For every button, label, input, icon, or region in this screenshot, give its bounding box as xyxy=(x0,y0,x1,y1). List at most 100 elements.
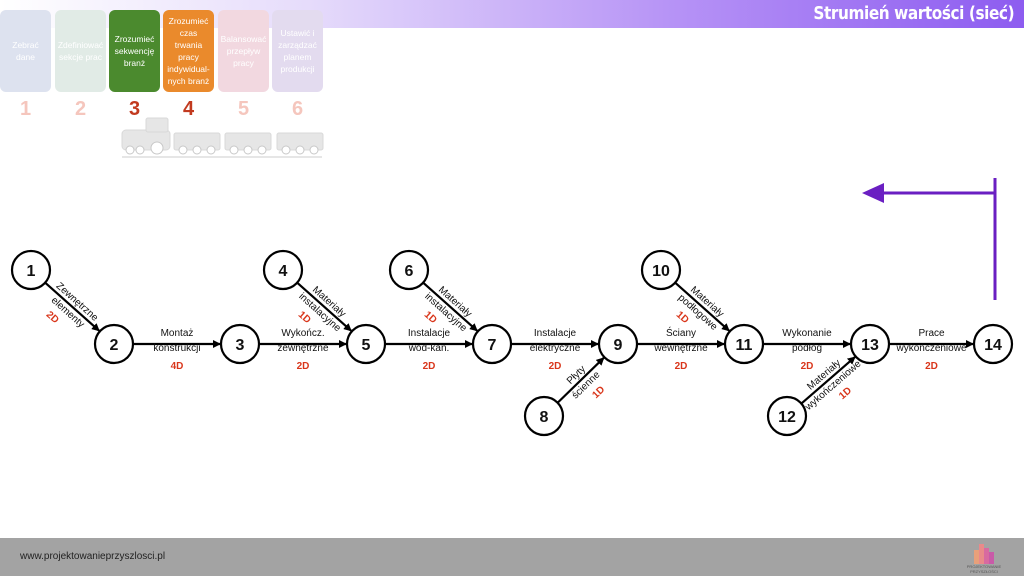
node-circle xyxy=(766,395,808,437)
arrow-left-icon xyxy=(862,183,884,203)
node-number: 4 xyxy=(279,263,288,280)
edge-duration: 1D xyxy=(837,385,854,402)
step-number-1: 1 xyxy=(19,98,32,120)
node-number: 9 xyxy=(614,337,623,354)
node-number: 10 xyxy=(652,263,670,280)
edge-duration: 1D xyxy=(422,309,439,326)
edge-duration: 1D xyxy=(590,384,607,401)
node-1: 1 xyxy=(10,249,52,291)
node-2: 2 xyxy=(93,323,135,365)
edge-3-5: Wykończ. zewnętrzne 2D xyxy=(259,328,347,372)
edge-duration: 2D xyxy=(675,361,688,372)
node-circle xyxy=(262,249,304,291)
edge-duration: 2D xyxy=(423,361,436,372)
node-number: 11 xyxy=(736,337,753,354)
node-circle xyxy=(219,323,261,365)
edge-duration: 2D xyxy=(297,361,310,372)
edge-duration: 4D xyxy=(171,361,184,372)
logo-bars-icon xyxy=(974,544,994,564)
node-number: 14 xyxy=(984,337,1002,354)
edge-arrow xyxy=(422,281,478,332)
node-circle xyxy=(345,323,387,365)
node-11: 11 xyxy=(723,323,765,365)
edge-duration: 2D xyxy=(44,309,61,326)
website-link[interactable]: www.projektowanieprzyszlosci.pl xyxy=(20,551,166,562)
edge-label-line2: wewnętrzne xyxy=(653,343,708,354)
edge-duration: 2D xyxy=(549,361,562,372)
node-13: 13 xyxy=(849,323,891,365)
edge-arrow xyxy=(800,356,856,405)
node-10: 10 xyxy=(640,249,682,291)
edge-label-line2: elektryczne xyxy=(530,343,581,354)
edge-9-11: Ściany wewnętrzne 2D xyxy=(637,326,725,372)
company-logo: PROJEKTOWANIE PRZYSZŁOŚCI xyxy=(964,542,1004,574)
edge-label-line1: Wykonanie xyxy=(782,328,832,339)
node-circle xyxy=(10,249,52,291)
edge-label-line2: podłóg xyxy=(792,343,822,354)
node-circle xyxy=(849,323,891,365)
node-12: 12 xyxy=(766,395,808,437)
node-circle xyxy=(723,323,765,365)
edge-duration: 1D xyxy=(674,309,691,326)
edge-arrow xyxy=(44,281,100,332)
step-card-5: Balansować przepływ pracy xyxy=(218,10,269,92)
step-number-3: 3 xyxy=(128,98,141,120)
node-number: 5 xyxy=(362,337,371,354)
node-number: 2 xyxy=(110,337,119,354)
node-circle xyxy=(640,249,682,291)
node-circle xyxy=(972,323,1014,365)
step-card-2: Zdefiniować sekcje prac xyxy=(55,10,106,92)
edge-label-line2: konstrukcji xyxy=(153,343,200,354)
edge-arrow xyxy=(296,281,352,332)
node-circle xyxy=(388,249,430,291)
node-6: 6 xyxy=(388,249,430,291)
node-number: 1 xyxy=(27,263,36,280)
step-card-3: Zrozumieć sekwencję branż xyxy=(109,10,160,92)
edge-arrow xyxy=(556,357,605,404)
node-number: 3 xyxy=(236,337,245,354)
logo-text: PROJEKTOWANIE PRZYSZŁOŚCI xyxy=(966,564,1002,574)
footer: www.projektowanieprzyszlosci.pl PROJEKTO… xyxy=(0,538,1024,576)
edge-11-13: Wykonanie podłóg 2D xyxy=(763,328,851,372)
node-9: 9 xyxy=(597,323,639,365)
edge-label-line1: Instalacje xyxy=(534,328,577,339)
node-number: 7 xyxy=(488,337,497,354)
edge-label-line2: wod-kan. xyxy=(408,343,450,354)
node-circle xyxy=(471,323,513,365)
step-number-2: 2 xyxy=(74,98,87,120)
edge-7-9: Instalacje elektryczne 2D xyxy=(511,328,599,372)
edge-label-line1: Instalacje xyxy=(408,328,451,339)
train-icon xyxy=(121,117,324,158)
node-number: 6 xyxy=(405,263,414,280)
edge-label-line1: Ściany xyxy=(666,326,696,339)
node-circle xyxy=(523,395,565,437)
step-number-6: 6 xyxy=(291,98,304,120)
step-card-1: Zebrać dane xyxy=(0,10,51,92)
edge-label-line2: wykończeniowe xyxy=(895,343,966,354)
edge-5-7: Instalacje wod-kan. 2D xyxy=(385,328,473,372)
edge-label-line1: Prace xyxy=(918,328,945,339)
node-circle xyxy=(93,323,135,365)
node-number: 13 xyxy=(861,337,879,354)
edge-2-3: Montaż konstrukcji 4D xyxy=(133,328,221,372)
step-number-4: 4 xyxy=(182,98,195,120)
edge-label-line1: Montaż xyxy=(161,328,194,339)
node-8: 8 xyxy=(523,395,565,437)
step-card-4: Zrozumieć czas trwania pracy indywidual-… xyxy=(163,10,214,92)
step-card-6: Ustawić i zarządzać planem produkcji xyxy=(272,10,323,92)
node-number: 12 xyxy=(778,409,796,426)
edge-label-line2: zewnętrzne xyxy=(277,343,329,354)
edge-duration: 1D xyxy=(296,309,313,326)
node-3: 3 xyxy=(219,323,261,365)
edge-label-line1: Wykończ. xyxy=(281,328,324,339)
node-4: 4 xyxy=(262,249,304,291)
edge-arrow xyxy=(674,281,730,332)
node-5: 5 xyxy=(345,323,387,365)
node-circle xyxy=(597,323,639,365)
edge-duration: 2D xyxy=(801,361,814,372)
page-title: Strumień wartości (sieć) xyxy=(813,3,1014,24)
